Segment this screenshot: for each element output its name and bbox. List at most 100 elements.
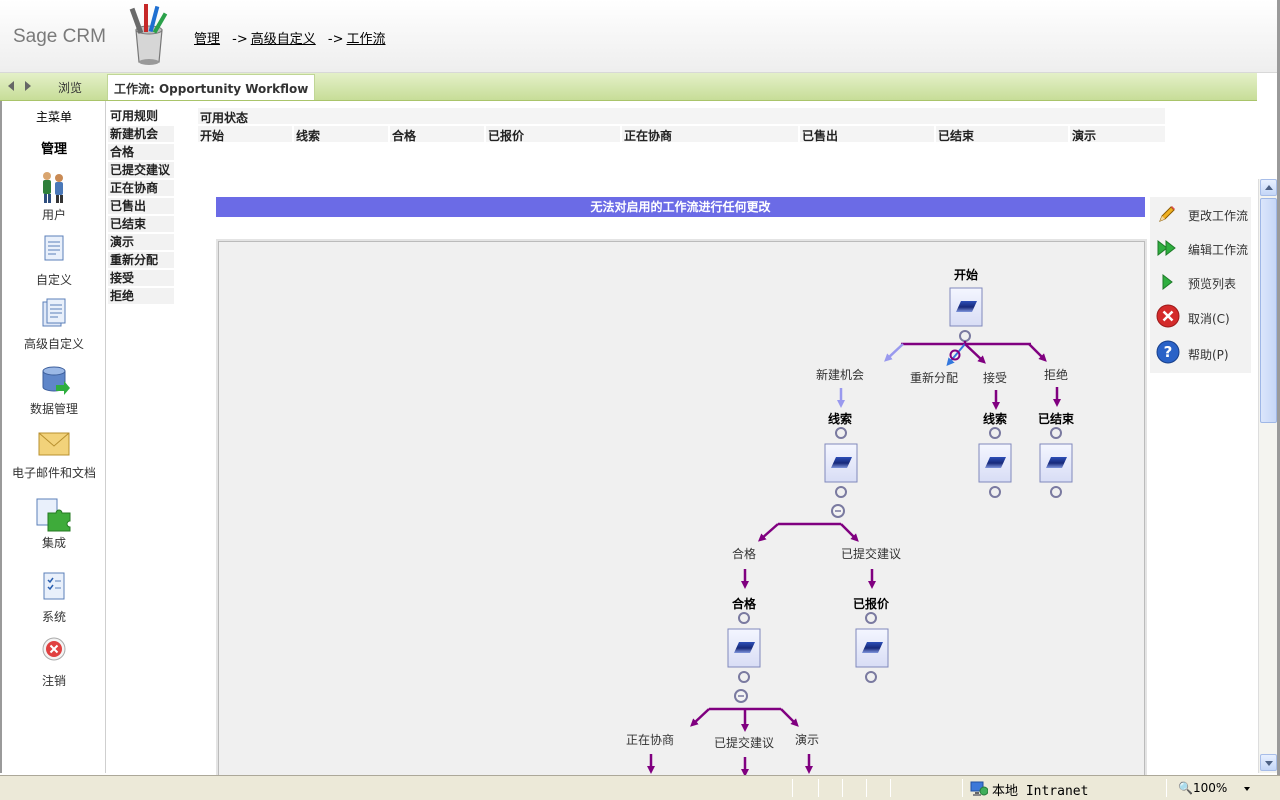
state-node-label: 合格	[732, 596, 757, 611]
state-item[interactable]: 已售出	[800, 126, 936, 143]
scroll-down-button[interactable]	[1260, 754, 1277, 771]
preview-list-button[interactable]: 预览列表	[1156, 269, 1252, 293]
state-item[interactable]: 开始	[198, 126, 294, 143]
state-item[interactable]: 正在协商	[622, 126, 800, 143]
menu-item-data-management[interactable]: 数据管理	[2, 363, 106, 417]
transition-label[interactable]: 正在协商	[626, 732, 674, 747]
transition-label[interactable]: 重新分配	[910, 370, 958, 385]
intranet-icon	[970, 781, 988, 796]
action-label: 更改工作流	[1188, 209, 1249, 223]
menu-item-label: 自定义	[35, 273, 72, 287]
scroll-up-button[interactable]	[1260, 179, 1277, 196]
state-node-lead[interactable]	[978, 443, 1012, 483]
transition-label[interactable]: 接受	[983, 370, 1007, 385]
state-node-start[interactable]	[949, 287, 983, 327]
data-management-icon	[42, 366, 70, 395]
workflow-canvas: 开始 新建机会 重新分配 接受 拒绝 线索 线索 已结束	[626, 267, 1075, 775]
flow-arrow	[1028, 343, 1047, 362]
menu-item-email-documents[interactable]: 电子邮件和文档	[2, 427, 106, 481]
connector-circle	[949, 349, 961, 361]
rule-item[interactable]: 接受	[108, 270, 174, 288]
zoom-level: 100%	[1192, 781, 1228, 795]
status-bar: 本地 Intranet 🔍100%	[0, 775, 1280, 800]
state-node-label: 线索	[828, 411, 852, 426]
header: Sage CRM 管理 ->高级自定义 ->工作流	[0, 0, 1280, 73]
envelope-icon	[38, 432, 70, 456]
action-panel: 更改工作流 编辑工作流 预览列表 取消(C) ? 帮助(P)	[1150, 197, 1251, 373]
menu-item-integration[interactable]: 集成	[2, 497, 106, 551]
breadcrumb-admin[interactable]: 管理	[194, 32, 221, 47]
tab-workflow[interactable]: 工作流: Opportunity Workflow	[107, 74, 316, 100]
state-node-closed[interactable]	[1039, 443, 1073, 483]
breadcrumb-workflow[interactable]: 工作流	[346, 32, 386, 47]
action-label: 预览列表	[1188, 277, 1237, 291]
connector-circle	[989, 427, 1001, 439]
menu-item-system[interactable]: 系统	[2, 571, 106, 625]
connector-circle	[865, 612, 877, 624]
state-item[interactable]: 线索	[294, 126, 390, 143]
rule-item[interactable]: 新建机会	[108, 126, 174, 144]
connector-circle	[835, 427, 847, 439]
transition-label[interactable]: 已提交建议	[714, 735, 774, 750]
forward-arrow-icon[interactable]	[25, 81, 31, 91]
workflow-diagram: 开始 新建机会 重新分配 接受 拒绝 线索 线索 已结束	[218, 241, 1145, 776]
state-node-qualified[interactable]	[727, 628, 761, 668]
status-divider	[842, 779, 843, 797]
admin-heading[interactable]: 管理	[40, 142, 67, 157]
menu-item-logout[interactable]: 注销	[2, 635, 106, 689]
browse-link[interactable]: 浏览	[58, 81, 83, 95]
change-workflow-button[interactable]: 更改工作流	[1156, 201, 1252, 225]
rule-item[interactable]: 已提交建议	[108, 162, 174, 180]
state-node-label: 已结束	[1038, 411, 1075, 426]
warning-banner: 无法对启用的工作流进行任何更改	[216, 197, 1145, 217]
help-icon: ?	[1156, 340, 1180, 364]
fast-forward-icon	[1157, 239, 1176, 257]
breadcrumb-separator: ->	[232, 32, 248, 47]
status-divider	[1166, 779, 1167, 797]
cancel-button[interactable]: 取消(C)	[1156, 304, 1252, 328]
state-node-quoted[interactable]	[855, 628, 889, 668]
cancel-icon	[1156, 304, 1180, 328]
users-icon	[43, 172, 63, 203]
zoom-dropdown-icon[interactable]	[1244, 787, 1250, 791]
menu-item-customize[interactable]: 自定义	[2, 234, 106, 288]
state-item[interactable]: 已报价	[486, 126, 622, 143]
main-menu-link[interactable]: 主菜单	[35, 110, 72, 124]
flow-arrow	[758, 523, 779, 542]
state-item[interactable]: 合格	[390, 126, 486, 143]
state-node-lead[interactable]	[824, 443, 858, 483]
flow-arrow	[840, 523, 859, 542]
edit-workflow-button[interactable]: 编辑工作流	[1156, 235, 1252, 259]
rule-item[interactable]: 已结束	[108, 216, 174, 234]
menu-item-label: 系统	[41, 610, 66, 624]
menu-item-users[interactable]: 用户	[2, 169, 106, 223]
zoom-control[interactable]: 🔍100%	[1178, 781, 1227, 795]
transition-label[interactable]: 合格	[732, 546, 756, 561]
transition-label[interactable]: 新建机会	[816, 367, 864, 382]
connector-circle	[1050, 427, 1062, 439]
scroll-thumb[interactable]	[1260, 198, 1277, 423]
rule-item[interactable]: 拒绝	[108, 288, 174, 306]
back-arrow-icon[interactable]	[8, 81, 14, 91]
state-item[interactable]: 已结束	[936, 126, 1070, 143]
rule-item[interactable]: 正在协商	[108, 180, 174, 198]
help-button[interactable]: ? 帮助(P)	[1156, 340, 1252, 364]
transition-label[interactable]: 拒绝	[1044, 367, 1068, 382]
action-label: 取消(C)	[1188, 312, 1230, 326]
state-item[interactable]: 演示	[1072, 129, 1097, 143]
rule-item[interactable]: 重新分配	[108, 252, 174, 270]
rule-item[interactable]: 合格	[108, 144, 174, 162]
menu-item-advanced-customize[interactable]: 高级自定义	[2, 298, 106, 352]
transition-label[interactable]: 已提交建议	[841, 546, 901, 561]
rule-item[interactable]: 已售出	[108, 198, 174, 216]
vertical-scrollbar[interactable]	[1258, 179, 1277, 773]
transition-label[interactable]: 演示	[795, 732, 819, 747]
status-divider	[818, 779, 819, 797]
connector-circle	[865, 671, 877, 683]
connector-circle	[959, 330, 971, 342]
breadcrumb-advanced-customize[interactable]: 高级自定义	[250, 32, 316, 47]
states-header: 可用状态	[198, 108, 1165, 125]
rule-item[interactable]: 演示	[108, 234, 174, 252]
connector-circle	[989, 486, 1001, 498]
menu-item-label: 高级自定义	[23, 337, 84, 351]
